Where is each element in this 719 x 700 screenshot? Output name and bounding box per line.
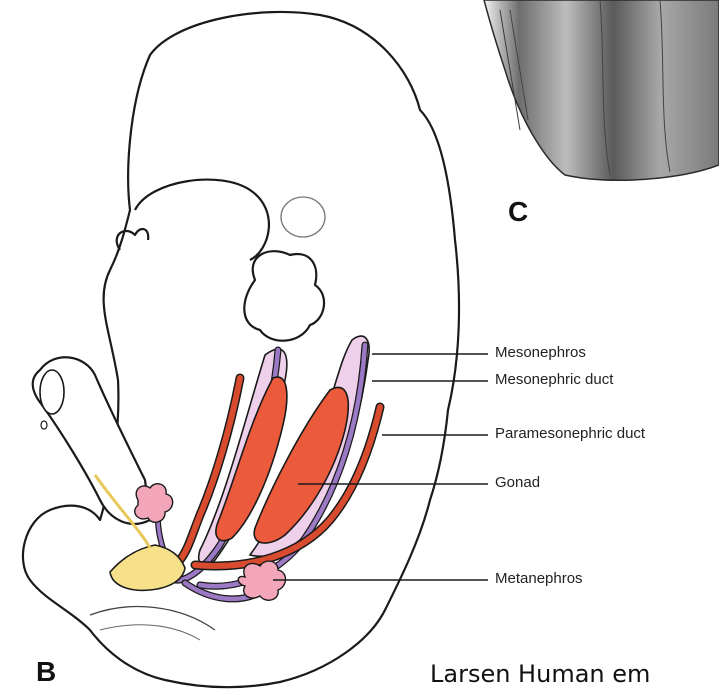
panel-c-illustration <box>484 0 719 180</box>
label-metanephros: Metanephros <box>495 570 583 587</box>
label-mesonephros: Mesonephros <box>495 344 586 361</box>
panel-label-b: B <box>36 656 56 688</box>
label-gonad: Gonad <box>495 474 540 491</box>
panel-label-c: C <box>508 196 528 228</box>
source-credit: Larsen Human em <box>430 660 650 688</box>
label-mesonephric-duct: Mesonephric duct <box>495 371 613 388</box>
label-paramesonephric-duct: Paramesonephric duct <box>495 425 645 442</box>
